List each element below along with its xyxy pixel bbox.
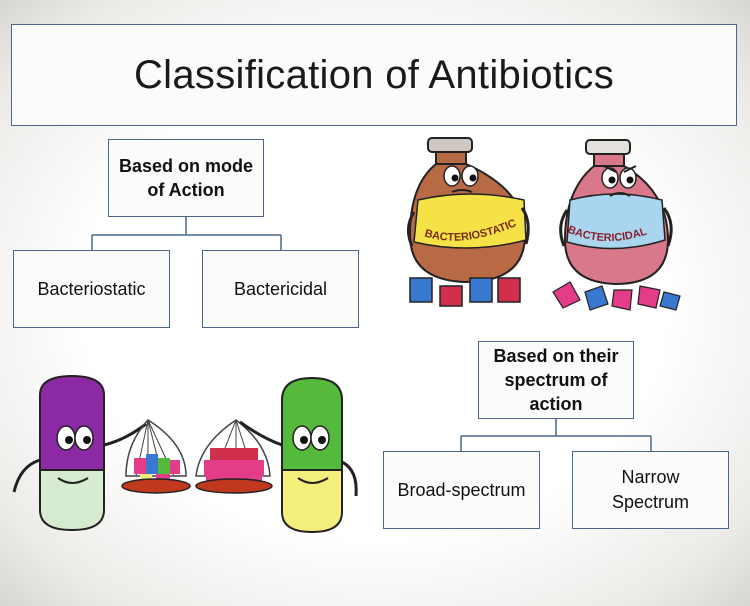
narrow-spectrum-line-2: Spectrum xyxy=(611,492,690,512)
title-box: Classification of Antibiotics xyxy=(11,24,737,126)
bacteriostatic-box: Bacteriostatic xyxy=(13,250,170,328)
mode-heading-line-2: of Action xyxy=(147,180,225,200)
basket-right xyxy=(195,419,273,494)
bacteriostatic-label: Bacteriostatic xyxy=(37,278,146,299)
bacteriostatic-bottle: BACTERIOSTATIC xyxy=(407,137,530,307)
narrow-spectrum-line-1: Narrow xyxy=(621,467,680,487)
basket-left xyxy=(121,419,191,494)
broad-spectrum-box: Broad-spectrum xyxy=(383,451,540,529)
narrow-spectrum-box: Narrow Spectrum xyxy=(572,451,729,529)
spectrum-box: Based on their spectrum of action xyxy=(478,341,634,419)
page-title: Classification of Antibiotics xyxy=(133,52,615,97)
spectrum-heading-line-2: spectrum of xyxy=(504,370,608,390)
mode-heading-line-1: Based on mode xyxy=(118,156,254,176)
broad-spectrum-label: Broad-spectrum xyxy=(397,479,526,500)
mode-of-action-box: Based on mode of Action xyxy=(108,139,264,217)
bactericidal-box: Bactericidal xyxy=(202,250,359,328)
purple-capsule xyxy=(12,374,147,532)
bactericidal-bottle: BACTERICIDAL xyxy=(552,139,681,311)
bactericidal-label: Bactericidal xyxy=(233,278,328,299)
spectrum-heading-line-1: Based on their xyxy=(493,346,619,366)
green-capsule xyxy=(239,376,358,534)
spectrum-heading-line-3: action xyxy=(529,394,583,414)
